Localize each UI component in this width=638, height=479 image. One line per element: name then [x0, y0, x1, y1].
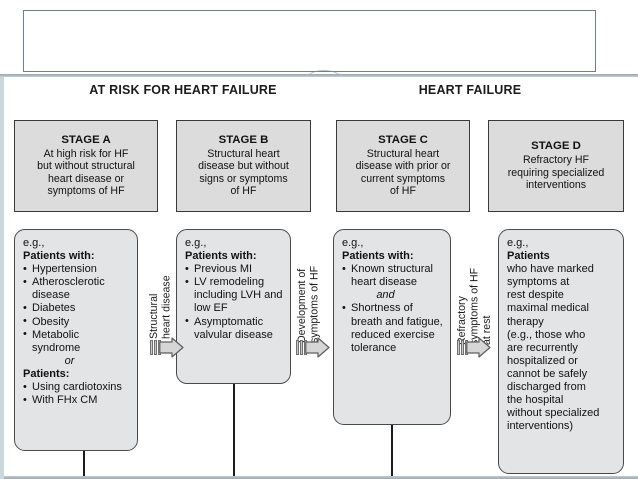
block-arrow-right-icon-c-to-d — [457, 337, 491, 358]
stage-box-d[interactable]: STAGE D Refractory HF requiring speciali… — [488, 120, 624, 212]
detail-a-eg: e.g., — [23, 237, 45, 249]
stage-box-c[interactable]: STAGE C Structural heart disease with pr… — [336, 120, 470, 212]
list-item: Using cardiotoxins — [23, 381, 130, 394]
stage-a-name: STAGE A — [61, 134, 111, 147]
detail-d-eg: e.g., — [507, 237, 529, 249]
stage-b-name: STAGE B — [218, 134, 269, 147]
header-divider — [0, 74, 638, 77]
transition-label-c-to-d: Refractory symptoms of HF at rest — [456, 267, 493, 345]
detail-a-bullet-list: Hypertension Atherosclerotic disease Dia… — [23, 263, 130, 355]
detail-a-lead: Patients with: — [23, 250, 95, 263]
stage-c-description: Structural heart disease with prior or c… — [355, 147, 451, 198]
detail-a-separator: or — [64, 354, 75, 367]
detail-box-a[interactable]: e.g., Patients with: Hypertension Athero… — [14, 229, 138, 451]
list-item: Shortness of breath and fatigue, reduced… — [342, 302, 443, 354]
detail-a-lead2: Patients: — [23, 367, 70, 380]
stage-b-description: Structural heart disease but without sig… — [198, 147, 289, 198]
footer-divider — [4, 476, 638, 479]
stage-a-description: At high risk for HF but without structur… — [37, 147, 135, 198]
block-arrow-right-icon-a-to-b — [150, 337, 184, 358]
list-item: Obesity — [23, 315, 130, 329]
transition-label-a-to-b: Structural heart disease — [148, 275, 173, 339]
list-item: LV remodeling including LVH and low EF — [185, 276, 283, 315]
detail-c-separator: and — [376, 289, 395, 302]
stage-c-name: STAGE C — [378, 134, 428, 147]
title-placeholder[interactable] — [23, 10, 596, 72]
list-item: Known structural heart disease — [342, 263, 443, 289]
band-title-at-risk: AT RISK FOR HEART FAILURE — [89, 83, 277, 97]
list-item: Asymptomatic valvular disease — [185, 315, 283, 342]
list-item: Metabolic syndrome — [23, 328, 130, 355]
block-arrow-right-icon-b-to-c — [296, 337, 330, 358]
list-item: Diabetes — [23, 302, 130, 315]
list-item: With FHx CM — [23, 394, 130, 407]
stage-d-name: STAGE D — [531, 140, 581, 153]
detail-b-eg: e.g., — [185, 237, 207, 249]
list-item: Previous MI — [185, 263, 283, 276]
connector-line-c — [391, 425, 393, 476]
detail-d-body: who have marked symptoms at rest despite… — [507, 263, 600, 433]
detail-box-c[interactable]: e.g., Patients with: Known structural he… — [333, 229, 451, 425]
stage-d-description: Refractory HF requiring specialized inte… — [507, 153, 605, 192]
band-title-heart-failure: HEART FAILURE — [418, 83, 522, 97]
detail-box-d[interactable]: e.g., Patients who have marked symptoms … — [498, 229, 624, 474]
list-item: Atherosclerotic disease — [23, 276, 130, 302]
transition-label-b-to-c: Development of symptoms of HF — [296, 265, 321, 343]
connector-line-a — [83, 451, 85, 476]
detail-b-lead: Patients with: — [185, 250, 257, 263]
detail-c-bullet-list: Known structural heart disease — [342, 263, 443, 289]
detail-a-bullet-list-2: Using cardiotoxins With FHx CM — [23, 381, 130, 407]
stage-box-b[interactable]: STAGE B Structural heart disease but wit… — [176, 120, 311, 212]
stage-box-a[interactable]: STAGE A At high risk for HF but without … — [14, 120, 158, 212]
detail-d-lead: Patients — [507, 250, 550, 263]
connector-line-b — [233, 384, 235, 476]
list-item: Hypertension — [23, 263, 130, 276]
detail-box-b[interactable]: e.g., Patients with: Previous MI LV remo… — [176, 229, 291, 384]
detail-b-bullet-list: Previous MI LV remodeling including LVH … — [185, 263, 283, 342]
detail-c-lead: Patients with: — [342, 250, 414, 263]
detail-c-eg: e.g., — [342, 237, 364, 249]
detail-c-bullet-list-2: Shortness of breath and fatigue, reduced… — [342, 302, 443, 354]
